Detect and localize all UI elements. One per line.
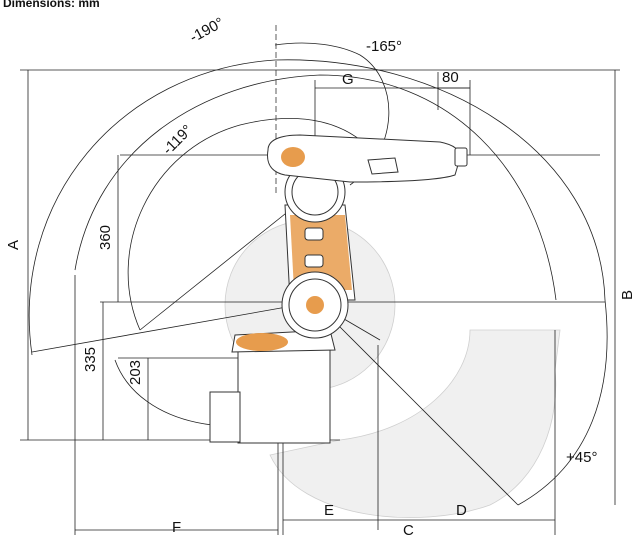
dim-label-80: 80 [442,69,459,86]
dim-label-e: E [324,502,334,519]
arc-outer [28,59,606,356]
line-reach-left [31,301,316,353]
upper-arm-orange [281,147,305,167]
arc-middle [74,74,557,301]
angle-label-minus119: -119° [159,122,196,159]
dim-label-c: C [403,522,414,538]
robot-flange [454,147,468,167]
angle-label-minus165: -165° [366,38,402,55]
zone-lower-lobe [269,329,561,518]
dim-label-360: 360 [97,225,114,250]
lower-arm-slot-1 [304,227,324,241]
arc-45 [517,299,608,506]
joint-2-center [306,296,324,314]
dimension-lines [27,70,616,535]
base-orange-accent [236,333,288,351]
line-45-reach [314,301,519,506]
arc-inner [127,118,381,331]
dim-label-g: G [342,71,354,88]
robot-base [237,344,331,444]
robot-upper-arm [267,134,461,183]
dim-label-f: F [172,519,181,536]
dim-label-335: 335 [82,347,99,372]
robot-arm [209,134,468,444]
angle-label-minus190: -190° [187,14,227,46]
drawing-title: Dimensions: mm [3,0,100,10]
dim-label-203: 203 [127,360,144,385]
lower-arm-slot-2 [304,254,324,268]
dim-label-a: A [5,240,22,250]
dim-label-d: D [456,502,467,519]
angle-label-plus45: +45° [566,449,597,466]
robot-connector-box [209,391,241,443]
upper-arm-cover [367,157,399,175]
dim-label-b: B [619,290,636,300]
